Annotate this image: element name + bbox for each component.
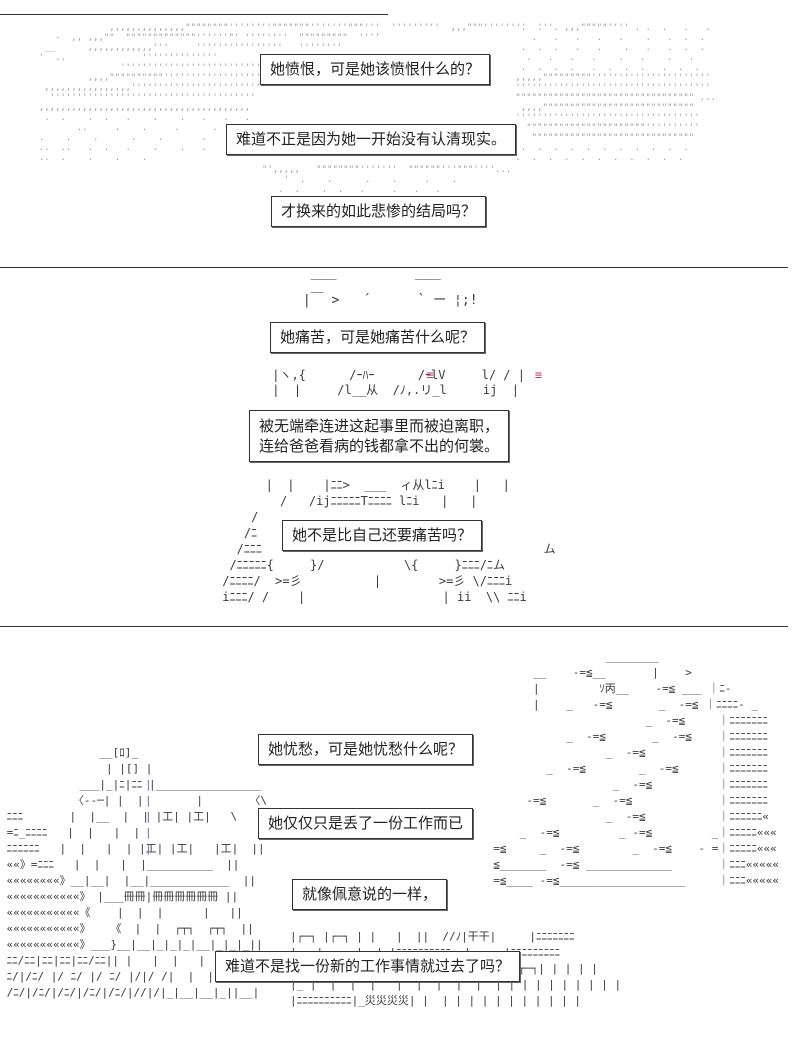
- panel-3-speech-bubble-2: 她仅仅只是丢了一份工作而已: [258, 808, 474, 839]
- panel-2: ￣￣ ￣￣ |￣ > ´ ` ー ¦;! |ヽ,{ /ｰﾊｰ /ｰlV l/ /…: [0, 268, 809, 626]
- panel-2-bubble-2-line-1: 被无端牵连进这起事里而被迫离职，: [259, 417, 500, 435]
- panel-3-building-right: ________ __ -=≦__ | > | ｿ丙__ -=≦ ___ ｜ﾆ-…: [493, 650, 780, 887]
- panel-1-dot-texture-left: ,,,,,,,,,,,,,,""""""""''''''''"""""""'''…: [38, 23, 554, 163]
- panel-2-bottom-border: [0, 626, 788, 627]
- panel-2-speech-bubble-2: 被无端牵连进这起事里而被迫离职， 连给爸爸看病的钱都拿不出的何裳。: [249, 410, 510, 462]
- panel-1-top-border: [0, 14, 388, 15]
- panel-1-bottom-border: [0, 267, 788, 268]
- panel-2-speech-bubble-3: 她不是比自己还要痛苦吗？: [282, 520, 483, 551]
- panel-3-speech-bubble-3: 就像佩意说的一样，: [292, 879, 448, 910]
- panel-3-building-left: __[ﾛ]_ | |[] | ___|_|ﾆ|ﾆﾆ |_____________…: [6, 746, 268, 999]
- panel-2-eye-marks: ≡ ≡: [412, 368, 543, 382]
- panel-3-window-lines: | | | | |: [145, 778, 152, 855]
- panel-3-speech-bubble-4: 难道不是找一份新的工作事情就过去了吗？: [215, 951, 521, 982]
- panel-1-speech-bubble-2: 难道不正是因为她一开始没有认清现实。: [226, 124, 517, 155]
- panel-3: ________ __ -=≦__ | > | ｿ丙__ -=≦ ___ ｜ﾆ-…: [0, 627, 809, 1051]
- panel-2-hair-middle: |ヽ,{ /ｰﾊｰ /ｰlV l/ / | | | /l__从 /ﾉ,.リ_l …: [272, 368, 525, 397]
- panel-2-speech-bubble-1: 她痛苦，可是她痛苦什么呢？: [270, 322, 486, 353]
- panel-2-body: | | |ﾆﾆ> ___ ィ从lﾆi | | / /ijﾆﾆﾆﾆﾆTﾆﾆﾆﾆ l…: [222, 478, 556, 604]
- panel-1-dot-texture-right: . . . ,,,"""""'''' . . . . . . . . . . .…: [515, 23, 716, 163]
- panel-1-speech-bubble-3: 才换来的如此悲惨的结局吗？: [271, 196, 487, 227]
- panel-2-hair-top: ￣￣ ￣￣ |￣ > ´ ` ー ¦;!: [302, 280, 478, 308]
- panel-1: ,,,,,,,,,,,,,,""""""""''''''''"""""""'''…: [0, 15, 809, 267]
- panel-1-center-strokes: "',,,,, """"""""''''''' """"""'''"""''''…: [262, 165, 512, 195]
- panel-3-speech-bubble-1: 她忧愁，可是她忧愁什么呢？: [258, 734, 474, 765]
- panel-2-bubble-2-line-2: 连给爸爸看病的钱都拿不出的何裳。: [259, 437, 500, 455]
- panel-1-speech-bubble-1: 她愤恨，可是她该愤恨什么的？: [260, 54, 491, 85]
